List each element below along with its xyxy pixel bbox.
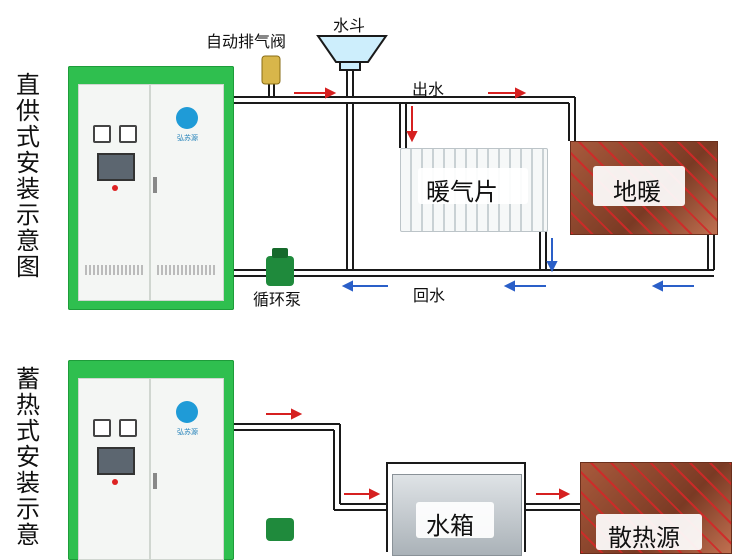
return-label: 回水	[413, 286, 446, 305]
flow-arrow-red-icon	[294, 87, 337, 99]
flow-arrow-red-icon	[266, 408, 303, 420]
cabinet-left-door	[78, 378, 150, 560]
brand-logo-icon	[176, 107, 198, 129]
indicator-light	[112, 185, 118, 191]
circulation-pump-icon	[266, 248, 294, 286]
pressure-gauge-icon	[93, 419, 111, 437]
flow-arrow-red-icon	[344, 488, 381, 500]
brand-logo-icon	[176, 401, 198, 423]
water-tank-label: 水箱	[426, 512, 474, 540]
door-handle	[153, 177, 157, 193]
control-panel-screen	[97, 153, 135, 181]
temperature-gauge-icon	[119, 125, 137, 143]
circulation-pump-icon	[266, 518, 294, 541]
water-tank-label-box	[416, 502, 494, 538]
flow-arrow-red-down-icon	[406, 106, 418, 143]
cabinet-right-door: 弘苏源	[150, 84, 224, 301]
electric-boiler-cabinet: 弘苏源	[68, 66, 234, 310]
direct-pipe-network	[234, 35, 715, 292]
direct-install-title: 直供式安装示意图	[16, 71, 40, 281]
vent-grille	[157, 265, 217, 275]
indicator-light	[112, 479, 118, 485]
auto-vent-valve-shape	[261, 55, 281, 85]
flow-arrow-red-icon	[488, 87, 527, 99]
cabinet-right-door: 弘苏源	[150, 378, 224, 560]
funnel-neck	[339, 61, 361, 71]
water-funnel-shape	[316, 35, 388, 63]
brand-logo-text: 弘苏源	[177, 134, 198, 142]
outlet-label: 出水	[412, 80, 445, 99]
electric-boiler-cabinet-2: 弘苏源	[68, 360, 234, 560]
control-panel-screen	[97, 447, 135, 475]
water-funnel-label: 水斗	[333, 16, 366, 35]
radiator-label: 暖气片	[426, 178, 498, 206]
heat-sink-label: 散热源	[608, 524, 680, 552]
temperature-gauge-icon	[119, 419, 137, 437]
flow-arrow-blue-down-icon	[546, 238, 558, 273]
radiator-label-box	[418, 168, 528, 204]
flow-arrow-blue-icon	[503, 280, 546, 292]
flow-arrow-blue-icon	[341, 280, 388, 292]
cabinet-left-door	[78, 84, 150, 301]
flow-arrow-red-icon	[536, 488, 571, 500]
floor-heating-label: 地暖	[613, 178, 661, 206]
flow-arrow-blue-icon	[651, 280, 694, 292]
pressure-gauge-icon	[93, 125, 111, 143]
door-handle	[153, 473, 157, 489]
storage-pipe-network	[234, 408, 580, 541]
pump-label: 循环泵	[253, 290, 302, 309]
tank-frame	[386, 462, 526, 552]
auto-vent-valve-label: 自动排气阀	[206, 32, 287, 51]
floor-heating-label-box	[593, 166, 685, 206]
vent-grille	[85, 265, 143, 275]
brand-logo-text: 弘苏源	[177, 428, 198, 436]
